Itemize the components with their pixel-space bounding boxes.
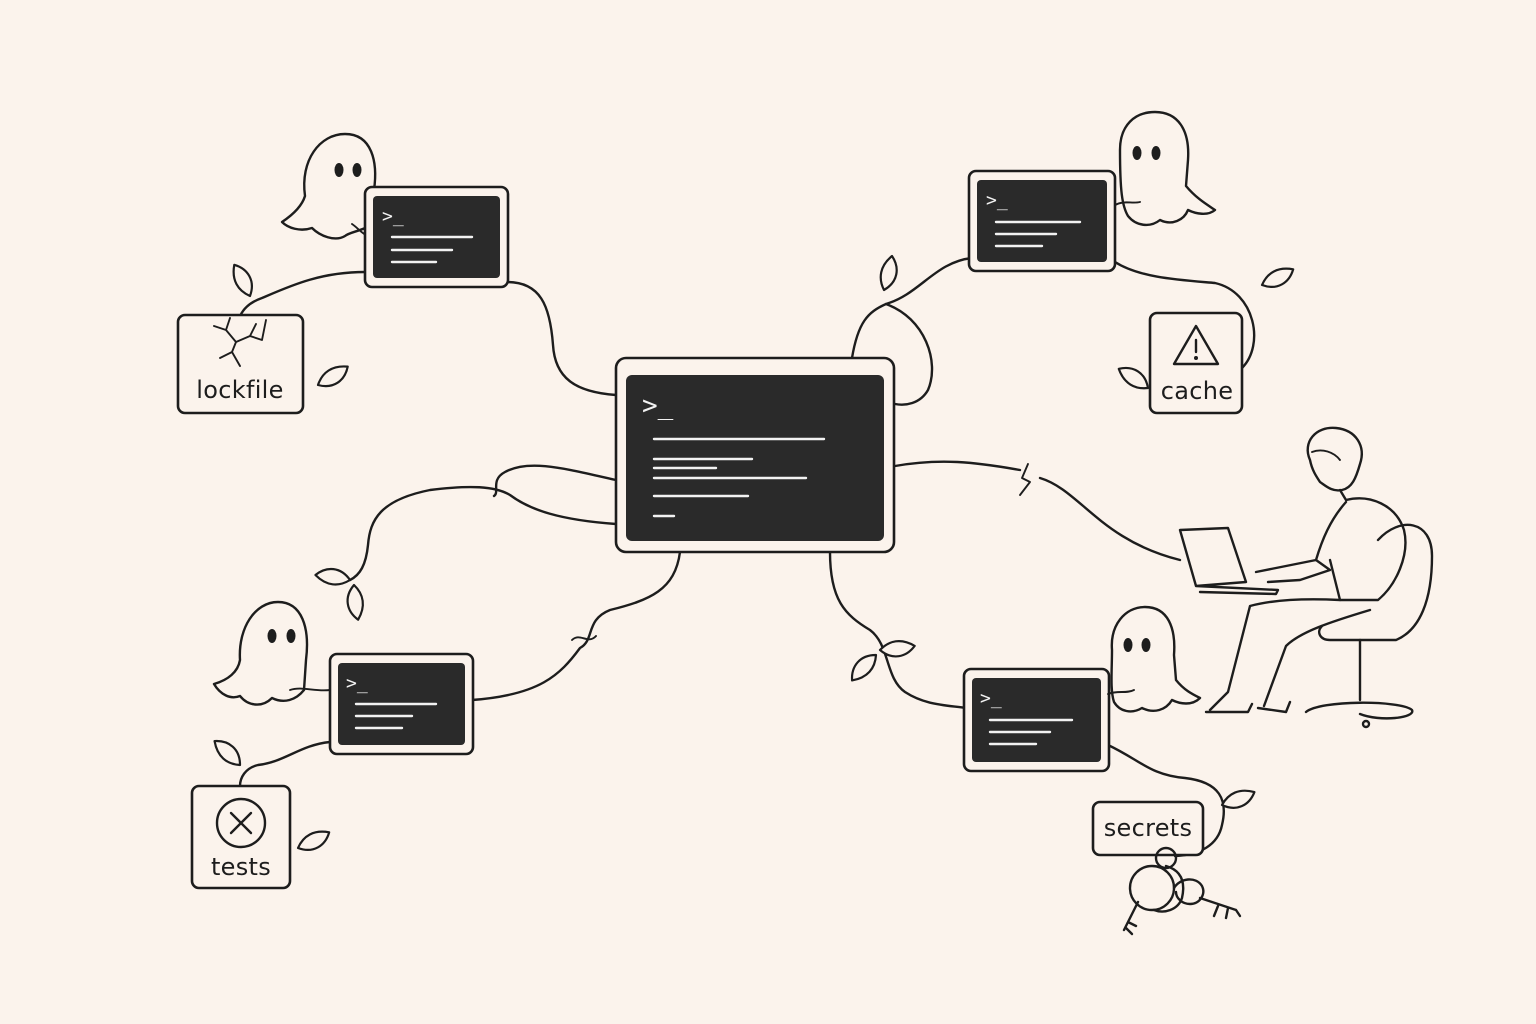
vine-center-left-2 xyxy=(348,485,618,582)
lockfile-card: lockfile xyxy=(176,313,305,415)
cache-label: cache xyxy=(1161,377,1234,405)
central-terminal-screen xyxy=(626,375,884,541)
ghost-terminal-topleft: >_ xyxy=(280,132,510,289)
leaf-icon xyxy=(314,357,353,396)
vine-center-person xyxy=(893,460,1022,472)
lockfile-label: lockfile xyxy=(196,376,283,404)
terminal-bottomleft-prompt: >_ xyxy=(346,673,368,694)
person-with-laptop xyxy=(1178,426,1434,729)
leaf-icon xyxy=(1113,363,1154,393)
leaves xyxy=(207,254,1298,859)
leaf-icon xyxy=(340,582,370,623)
person-head xyxy=(1306,426,1363,492)
ghost-terminal-bottomleft: >_ xyxy=(212,600,475,756)
x-circle-icon xyxy=(215,797,267,849)
chair-icon xyxy=(1318,523,1434,642)
vine-to-laptop xyxy=(1038,476,1182,562)
vine-bottomleft-tests xyxy=(238,740,332,788)
vine-topright-cache xyxy=(1113,260,1256,370)
vine-person-break xyxy=(1019,463,1031,496)
vine-center-left xyxy=(492,464,618,498)
ghost-terminal-topright: >_ xyxy=(967,110,1217,273)
tests-card: tests xyxy=(190,784,292,890)
warning-triangle-icon xyxy=(1172,324,1220,366)
leaf-icon xyxy=(224,260,261,300)
terminal-topleft-prompt: >_ xyxy=(382,206,404,227)
leaf-icon xyxy=(294,822,334,859)
secrets-label: secrets xyxy=(1104,814,1193,842)
terminal-topright-prompt: >_ xyxy=(986,190,1008,211)
ghost-icon xyxy=(212,600,309,706)
secrets-card: secrets xyxy=(1091,800,1242,936)
vine-loop-right xyxy=(884,302,934,406)
laptop-icon xyxy=(1178,526,1280,596)
tests-label: tests xyxy=(211,853,271,881)
ghost-terminal-bottomright: >_ xyxy=(962,605,1202,773)
tests-card-frame xyxy=(190,784,292,890)
vine-topleft-lockfile xyxy=(238,270,367,318)
central-terminal-prompt: >_ xyxy=(642,391,674,421)
cracked-file-icon xyxy=(213,317,267,367)
leaf-icon xyxy=(877,634,918,664)
vine-center-topleft xyxy=(505,280,618,397)
vine-center-bottomright xyxy=(828,550,968,710)
vine-bottomleft-squiggle xyxy=(571,635,597,641)
vines xyxy=(238,256,1256,858)
leaf-icon xyxy=(313,566,352,588)
keys-icon xyxy=(1122,846,1242,936)
leaf-icon xyxy=(846,647,880,688)
vine-center-bottomleft xyxy=(470,550,682,702)
leaf-icon xyxy=(879,254,898,292)
vine-center-topright xyxy=(850,256,974,360)
secrets-card-frame xyxy=(1091,800,1205,857)
leaf-icon xyxy=(207,735,248,769)
ghost-icon xyxy=(280,132,377,240)
vine-bottomright-secrets xyxy=(1106,743,1225,858)
central-terminal: >_ xyxy=(614,356,896,554)
ghost-icon xyxy=(1118,110,1217,227)
lockfile-card-frame xyxy=(176,313,305,415)
ghost-icon xyxy=(1110,605,1202,713)
leaf-icon xyxy=(1258,259,1298,296)
terminal-bottomright-prompt: >_ xyxy=(980,688,1002,709)
person-torso xyxy=(1328,488,1407,602)
cache-card: cache xyxy=(1148,311,1244,415)
leaf-icon xyxy=(1219,781,1259,817)
